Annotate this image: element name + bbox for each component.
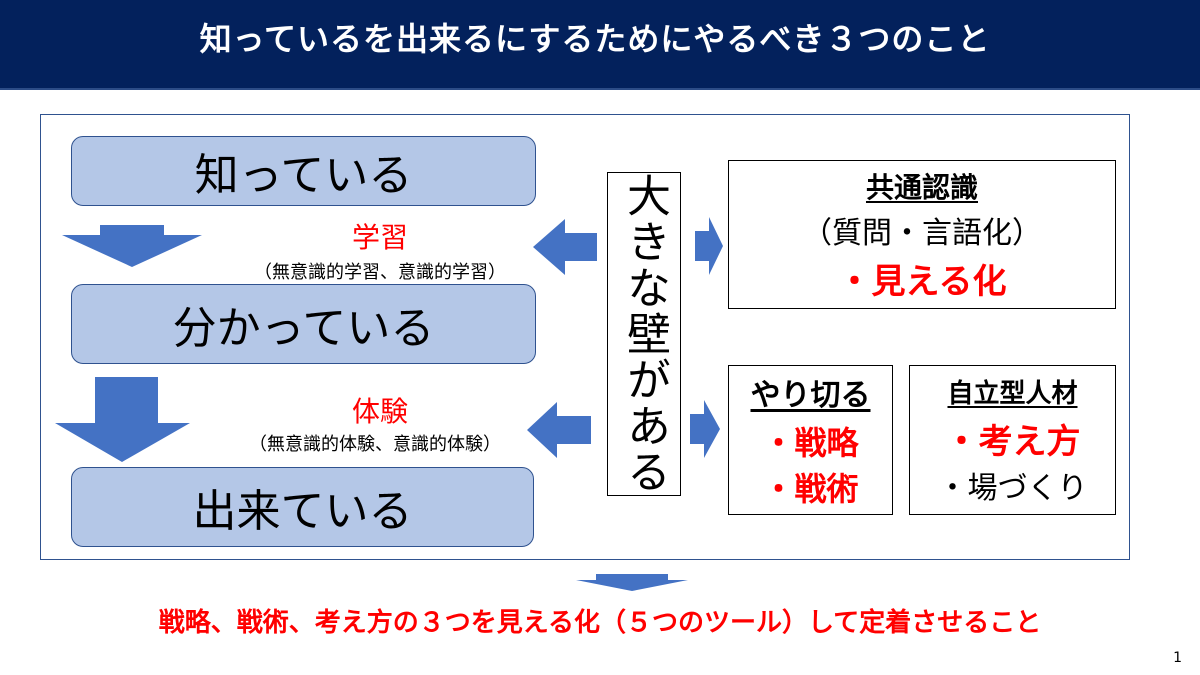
transition-experience-label: 体験 (351, 395, 408, 428)
down-arrow-learning-icon (62, 225, 202, 267)
common-recognition-line2: ・見える化 (837, 262, 1007, 302)
left-arrow-top-icon (533, 219, 597, 275)
stage-knowing: 知っている (71, 136, 536, 206)
big-wall-text: 大きな壁がある (619, 173, 670, 495)
autonomous-talent-box: 自立型人材 ・考え方 ・場づくり (909, 365, 1116, 515)
stage-able: 出来ている (71, 467, 534, 547)
autonomous-item-place: ・場づくり (937, 471, 1088, 506)
bottom-down-arrow-icon (576, 574, 688, 591)
autonomous-talent-title: 自立型人材 (947, 379, 1078, 409)
common-recognition-title: 共通認識 (865, 171, 978, 204)
stage-understanding-label: 分かっている (172, 303, 435, 354)
header-bar: 知っているを出来るにするためにやるべき３つのこと (0, 0, 1200, 90)
common-recognition-line1: （質問・言語化） (802, 216, 1042, 251)
page-number: 1 (1173, 650, 1182, 666)
execute-item-tactics: ・戦術 (762, 470, 859, 508)
stage-knowing-label: 知っている (194, 150, 413, 201)
right-arrow-bottom-icon (690, 400, 720, 458)
stage-understanding: 分かっている (71, 284, 536, 364)
transition-experience-sub: （無意識的体験、意識的体験） (249, 434, 501, 455)
right-arrow-top-icon (695, 217, 723, 275)
common-recognition-box: 共通認識 （質問・言語化） ・見える化 (728, 160, 1116, 309)
conclusion-text: 戦略、戦術、考え方の３つを見える化（５つのツール）して定着させること (158, 608, 1042, 638)
down-arrow-experience-icon (55, 377, 190, 462)
execute-title: やり切る (750, 378, 871, 413)
execute-item-strategy: ・戦略 (762, 424, 859, 462)
stage-able-label: 出来ている (192, 486, 413, 537)
transition-learning-label: 学習 (351, 221, 408, 254)
autonomous-item-mindset: ・考え方 (944, 422, 1081, 462)
execute-box: やり切る ・戦略 ・戦術 (728, 365, 893, 515)
page-title: 知っているを出来るにするためにやるべき３つのこと (199, 20, 991, 58)
transition-learning-sub: （無意識的学習、意識的学習） (254, 262, 506, 283)
left-arrow-bottom-icon (527, 402, 591, 458)
diagram-frame (40, 114, 1130, 560)
big-wall-box: 大きな壁がある (607, 172, 681, 496)
